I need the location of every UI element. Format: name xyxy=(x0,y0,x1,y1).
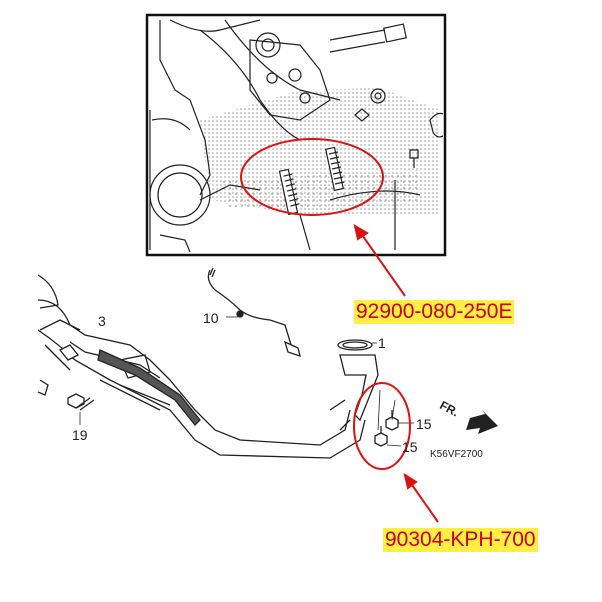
highlight-ellipse-nuts xyxy=(353,382,411,470)
ref-label-1: 1 xyxy=(378,335,386,351)
ref-label-3: 3 xyxy=(98,313,106,329)
bolt-19 xyxy=(67,393,95,411)
ref-label-19: 19 xyxy=(72,427,88,443)
exhaust-assembly xyxy=(37,267,414,459)
stud-bolt-right xyxy=(325,146,345,192)
gasket-ring xyxy=(337,339,373,351)
sensor-wire xyxy=(207,269,293,349)
front-direction-label: FR. xyxy=(437,398,461,419)
callout-arrow-top xyxy=(353,223,406,297)
nut-upper xyxy=(385,410,399,431)
inset-detail xyxy=(145,13,447,257)
callout-arrow-bottom xyxy=(403,472,439,523)
drawing-code: K56VF2700 xyxy=(430,449,483,460)
ref-label-10: 10 xyxy=(203,310,219,326)
front-direction-arrow-icon xyxy=(466,410,498,434)
nut-lower xyxy=(374,426,388,447)
highlight-ellipse-studs xyxy=(240,138,384,216)
ref-label-15-upper: 15 xyxy=(416,416,432,432)
part-number-callout-bottom: 90304-KPH-700 xyxy=(383,528,538,552)
ref-label-15-lower: 15 xyxy=(402,439,418,455)
part-number-callout-top: 92900-080-250E xyxy=(354,300,515,324)
